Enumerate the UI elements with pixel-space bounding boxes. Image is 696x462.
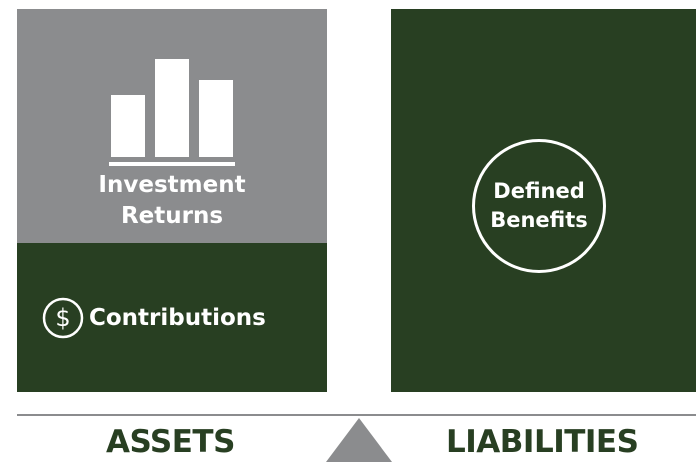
defined-benefits-line2: Benefits (490, 208, 588, 232)
bar-chart-icon (109, 59, 235, 166)
investment-returns-panel: Investment Returns (17, 9, 327, 243)
investment-returns-line2: Returns (120, 203, 224, 229)
contributions-panel: $ Contributions (17, 243, 327, 392)
dollar-circle-icon: $ (42, 297, 84, 339)
svg-text:$: $ (55, 304, 70, 332)
assets-label: ASSETS (106, 424, 235, 460)
investment-returns-label: Investment Returns (17, 170, 327, 232)
defined-benefits-panel: Defined Benefits (391, 9, 696, 392)
bar-chart-bar-left (111, 95, 145, 157)
bar-chart-bar-middle (155, 59, 189, 157)
contributions-label: Contributions (89, 304, 266, 331)
liabilities-label: LIABILITIES (446, 424, 639, 460)
defined-benefits-line1: Defined (493, 179, 585, 203)
contributions-row: $ Contributions (42, 297, 266, 339)
bar-chart-baseline (109, 162, 235, 166)
investment-returns-line1: Investment (98, 172, 246, 198)
bar-chart-bar-right (199, 80, 233, 157)
defined-benefits-circle: Defined Benefits (472, 139, 606, 273)
fulcrum-triangle (326, 418, 392, 462)
balance-beam (17, 414, 696, 416)
